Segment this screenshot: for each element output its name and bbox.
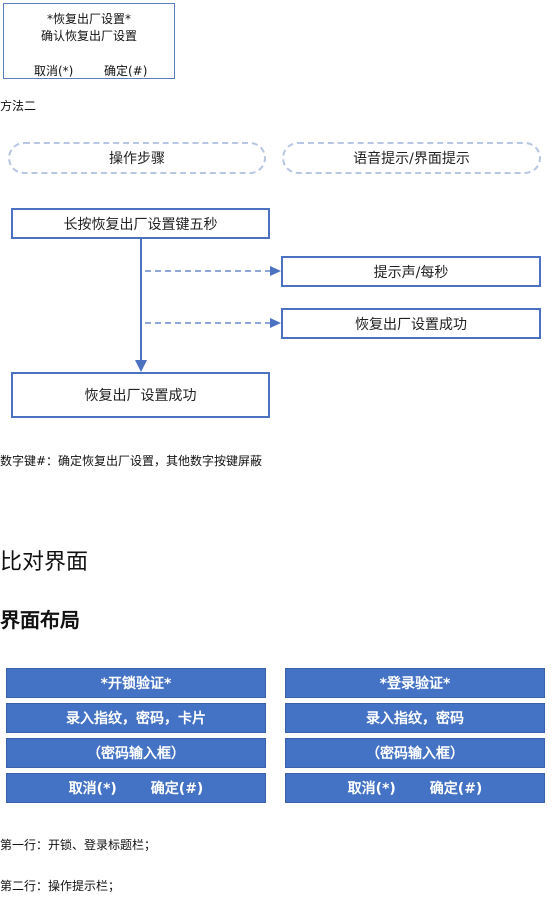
flow-connectors	[135, 239, 281, 372]
number-key-note: 数字键#：确定恢复出厂设置，其他数字按键屏蔽	[0, 454, 263, 468]
login-confirm-label: 确定(#)	[429, 781, 483, 797]
flow-down-arrowhead	[135, 360, 147, 372]
unlock-title-bar: *开锁验证*	[6, 668, 266, 698]
unlock-cancel-label: 取消(*)	[68, 781, 117, 797]
flow-header-hints: 语音提示/界面提示	[282, 142, 541, 174]
login-password-input-bar: （密码输入框）	[285, 738, 545, 768]
unlock-verify-layout: *开锁验证* 录入指纹，密码，卡片 （密码输入框） 取消(*) 确定(#)	[6, 668, 266, 803]
flow-step-success: 恢复出厂设置成功	[11, 372, 270, 418]
unlock-confirm-label: 确定(#)	[150, 781, 204, 797]
method-two-label: 方法二	[0, 99, 37, 113]
reset-screen-prompt: 确认恢复出厂设置	[40, 29, 137, 43]
subsection-title: 界面布局	[0, 608, 80, 632]
flow-hint-success: 恢复出厂设置成功	[281, 308, 541, 339]
flow-hint-beep: 提示声/每秒	[281, 256, 541, 287]
unlock-action-bar: 取消(*) 确定(#)	[6, 773, 266, 803]
unlock-password-input-bar: （密码输入框）	[6, 738, 266, 768]
line-one-description: 第一行：开锁、登录标题栏；	[0, 838, 157, 852]
reset-cancel-label: 取消(*)	[34, 64, 74, 78]
login-title-bar: *登录验证*	[285, 668, 545, 698]
reset-screen-title: *恢复出厂设置*	[46, 12, 131, 26]
flow-header-steps: 操作步骤	[8, 142, 266, 174]
line-two-description: 第二行：操作提示栏；	[0, 879, 121, 893]
flow-arrowhead-1	[270, 266, 281, 276]
login-verify-layout: *登录验证* 录入指纹，密码 （密码输入框） 取消(*) 确定(#)	[285, 668, 545, 803]
section-title: 比对界面	[0, 550, 89, 575]
login-hint-bar: 录入指纹，密码	[285, 703, 545, 733]
reset-confirm-label: 确定(#)	[104, 64, 148, 78]
flow-arrowhead-2	[270, 318, 281, 328]
login-cancel-label: 取消(*)	[347, 781, 396, 797]
reset-confirm-screen: *恢复出厂设置* 确认恢复出厂设置 取消(*) 确定(#)	[3, 3, 175, 79]
login-action-bar: 取消(*) 确定(#)	[285, 773, 545, 803]
unlock-hint-bar: 录入指纹，密码，卡片	[6, 703, 266, 733]
flow-step-long-press: 长按恢复出厂设置键五秒	[11, 208, 270, 239]
